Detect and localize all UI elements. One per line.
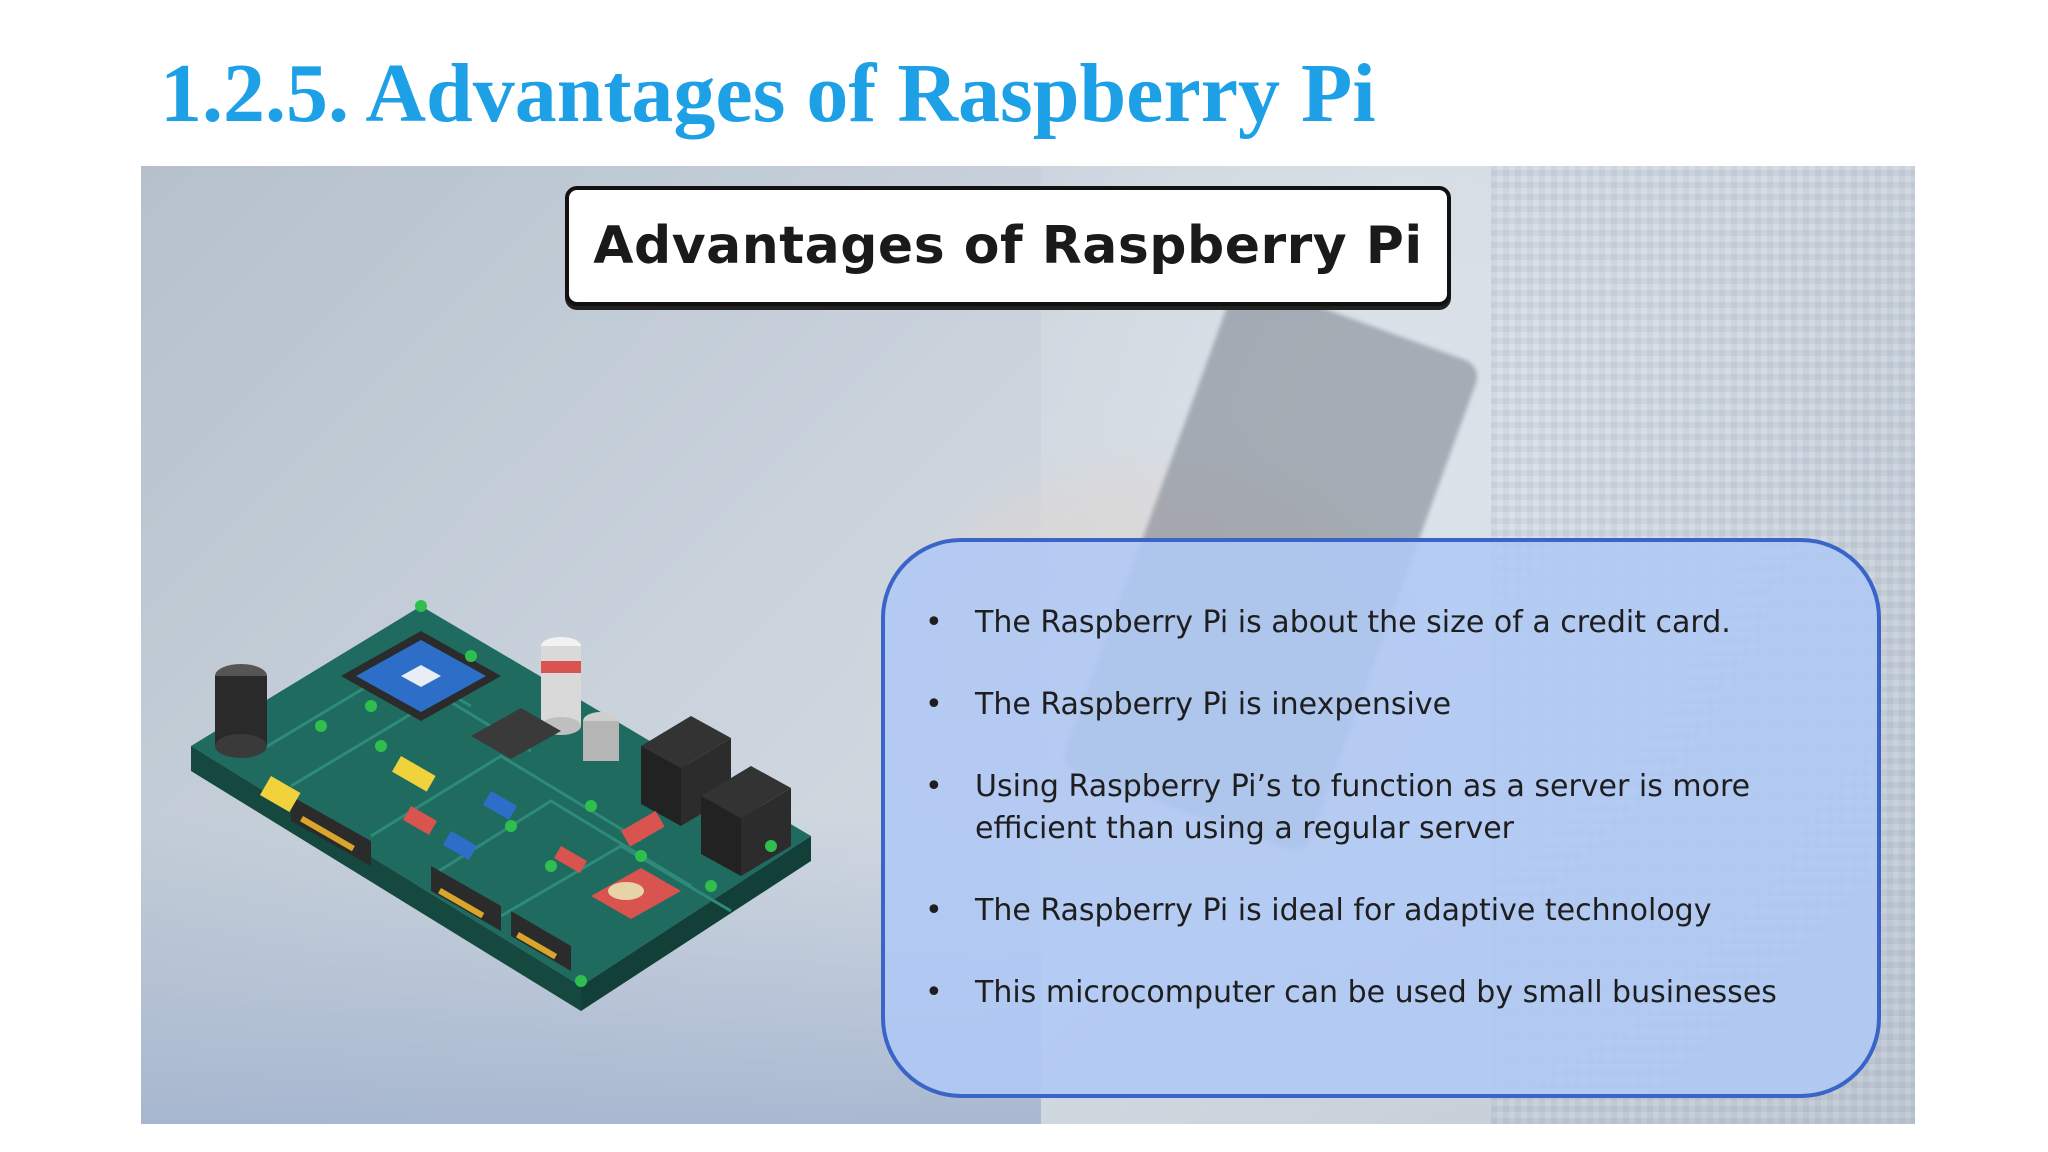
bullet-icon: • (925, 769, 943, 804)
list-item-text: The Raspberry Pi is about the size of a … (975, 605, 1731, 640)
advantages-box: • The Raspberry Pi is about the size of a… (881, 538, 1881, 1098)
list-item-text: Using Raspberry Pi’s to function as a se… (975, 769, 1751, 846)
image-banner: Advantages of Raspberry Pi (565, 186, 1451, 306)
banner-title: Advantages of Raspberry Pi (593, 216, 1423, 276)
list-item: • The Raspberry Pi is ideal for adaptive … (925, 890, 1865, 932)
list-item-text: The Raspberry Pi is ideal for adaptive t… (975, 893, 1712, 928)
list-item-text: This microcomputer can be used by small … (975, 975, 1777, 1010)
bullet-icon: • (925, 605, 943, 640)
list-item: • The Raspberry Pi is inexpensive (925, 684, 1865, 726)
page-title: 1.2.5. Advantages of Raspberry Pi (160, 47, 1376, 140)
list-item-text: The Raspberry Pi is inexpensive (975, 687, 1452, 722)
bullet-icon: • (925, 975, 943, 1010)
advantages-list: • The Raspberry Pi is about the size of a… (925, 602, 1865, 1054)
bullet-icon: • (925, 893, 943, 928)
list-item: • The Raspberry Pi is about the size of a… (925, 602, 1865, 644)
slide-image: Advantages of Raspberry Pi (141, 166, 1915, 1124)
list-item: • Using Raspberry Pi’s to function as a s… (925, 766, 1865, 850)
circuit-board-icon (191, 600, 811, 1011)
bullet-icon: • (925, 687, 943, 722)
list-item: • This microcomputer can be used by small… (925, 972, 1865, 1014)
